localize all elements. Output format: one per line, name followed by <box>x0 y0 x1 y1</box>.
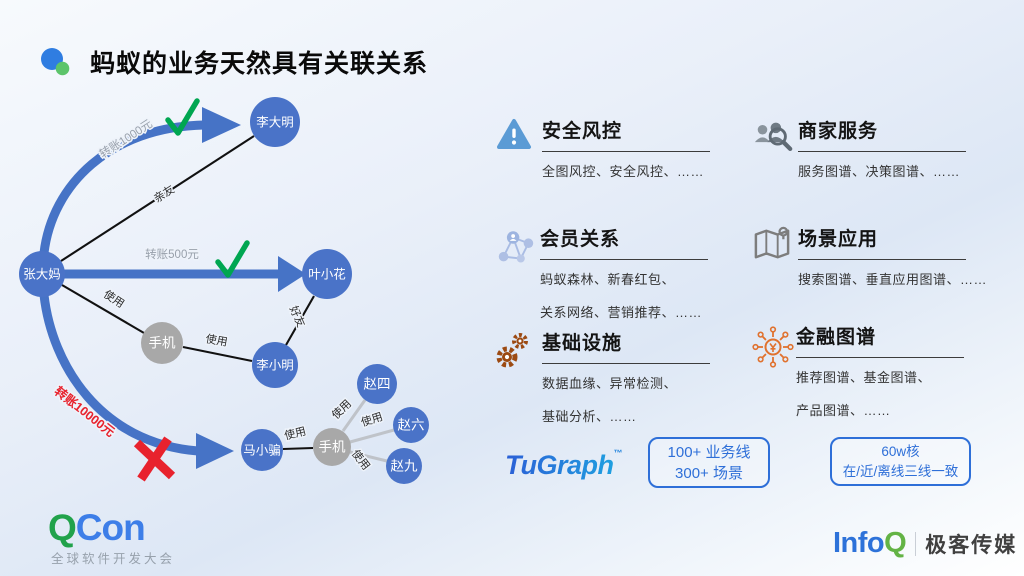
red-cross-icon <box>133 436 176 482</box>
node-zhaosi: 赵四 <box>357 364 397 404</box>
section-financial-graph: 金融图谱 推荐图谱、基金图谱、 产品图谱、…… <box>750 322 964 424</box>
divider <box>915 531 917 556</box>
edge-use-phone <box>61 284 145 334</box>
edge-phone-zhaojiu <box>349 450 388 463</box>
edge-label-use: 使用 <box>349 447 373 472</box>
node-maxiaopian: 马小骗 <box>241 429 283 471</box>
svg-text:赵六: 赵六 <box>398 418 425 433</box>
node-yexiaohua: 叶小花 <box>302 249 352 299</box>
section-infrastructure: 基础设施 数据血缘、异常检测、 基础分析、…… <box>496 328 710 430</box>
section-merchant-service: 商家服务 服务图谱、决策图谱、…… <box>752 116 966 185</box>
qcon-logo-con: Con <box>75 507 146 548</box>
tugraph-logo: TuGraph™ <box>505 448 623 480</box>
edge-label-use: 使用 <box>283 425 307 443</box>
green-check-icon <box>165 98 200 136</box>
svg-text:李小明: 李小明 <box>256 358 294 373</box>
infoq-logo-info: Info <box>833 527 885 559</box>
green-check-icon <box>215 240 250 278</box>
node-lixiaoming: 李小明 <box>252 342 298 388</box>
edge-label-use: 使用 <box>101 288 127 311</box>
svg-text:手机: 手机 <box>149 336 176 351</box>
map-icon <box>752 224 798 293</box>
edge-label-use: 使用 <box>359 410 384 429</box>
section-desc: 推荐图谱、基金图谱、 <box>796 370 932 385</box>
warning-icon <box>496 116 542 185</box>
section-desc: 全图风控、安全风控、…… <box>542 164 705 179</box>
section-desc: 关系网络、营销推荐、…… <box>540 305 703 320</box>
header: 蚂蚁的业务天然具有关联关系 <box>38 44 428 80</box>
edge-friend <box>285 295 315 346</box>
node-zhaojiu: 赵九 <box>386 448 422 484</box>
infoq-brand: 极客传媒 <box>925 533 1018 557</box>
arrowhead-icon <box>196 433 234 469</box>
section-title: 基础设施 <box>542 328 710 364</box>
node-zhaoliu: 赵六 <box>393 407 429 443</box>
node-zhangdama: 张大妈 <box>19 251 65 297</box>
edge-label-relative: 亲友 <box>151 182 177 206</box>
stat-box-cores: 60w核 在/近/离线三线一致 <box>830 437 971 486</box>
stat-line: 100+ 业务线 <box>667 443 751 461</box>
finance-graph-icon <box>750 322 796 424</box>
stat-box-business-lines: 100+ 业务线 300+ 场景 <box>648 437 770 488</box>
section-desc: 基础分析、…… <box>542 409 637 424</box>
section-desc: 数据血缘、异常检测、 <box>542 376 678 391</box>
transfer-arrow-top <box>39 120 205 254</box>
edge-label-use: 使用 <box>205 332 229 349</box>
svg-text:叶小花: 叶小花 <box>308 267 346 282</box>
edge-phone-zhaosi <box>341 399 367 432</box>
relationship-graph: 张大妈 李大明 叶小花 手机 李小明 马小骗 手机 赵四 <box>19 97 429 484</box>
section-desc: 蚂蚁森林、新春红包、 <box>540 272 676 287</box>
qcon-logo-q: Q <box>48 507 77 548</box>
edge-label-friend: 好友 <box>287 303 309 329</box>
merchants-icon <box>752 116 798 185</box>
edge-maxiaopian-phone <box>282 446 314 451</box>
edge-label-use: 使用 <box>329 397 354 422</box>
qcon-subtitle: 全球软件开发大会 <box>51 552 176 566</box>
infoq-logo: InfoQ 极客传媒 <box>833 527 1017 560</box>
section-desc: 搜索图谱、垂直应用图谱、…… <box>798 272 988 287</box>
svg-text:李大明: 李大明 <box>256 115 294 130</box>
section-member-relations: 会员关系 蚂蚁森林、新春红包、 关系网络、营销推荐、…… <box>494 224 708 326</box>
section-scenario-apps: 场景应用 搜索图谱、垂直应用图谱、…… <box>752 224 987 293</box>
section-title: 场景应用 <box>798 224 966 260</box>
section-desc: 产品图谱、…… <box>796 403 891 418</box>
page-title: 蚂蚁的业务天然具有关联关系 <box>90 50 429 78</box>
section-title: 安全风控 <box>542 116 710 152</box>
stat-line: 300+ 场景 <box>675 464 743 482</box>
stat-line: 60w核 <box>881 443 920 459</box>
arrowhead-icon <box>202 107 241 143</box>
gears-icon <box>496 328 542 430</box>
svg-text:赵九: 赵九 <box>391 459 418 474</box>
member-network-icon <box>494 224 540 326</box>
section-title: 金融图谱 <box>796 322 964 358</box>
section-desc: 服务图谱、决策图谱、…… <box>798 164 961 179</box>
svg-text:张大妈: 张大妈 <box>23 267 61 282</box>
qcon-logo: QCon 全球软件开发大会 <box>48 507 176 567</box>
title-bullet-icon <box>41 48 70 76</box>
section-risk-control: 安全风控 全图风控、安全风控、…… <box>496 116 710 185</box>
section-title: 会员关系 <box>540 224 708 260</box>
trademark-symbol: ™ <box>613 448 623 458</box>
section-title: 商家服务 <box>798 116 966 152</box>
edge-label-transfer-500: 转账500元 <box>145 247 199 261</box>
svg-text:马小骗: 马小骗 <box>243 443 281 458</box>
svg-text:赵四: 赵四 <box>364 377 391 392</box>
edge-relative <box>60 135 255 262</box>
edge-phone-zhaoliu <box>349 428 395 444</box>
node-lidaming: 李大明 <box>250 97 300 147</box>
arrowhead-icon <box>278 256 306 292</box>
node-phone-2: 手机 <box>313 428 351 466</box>
edge-phone-lixiaoming <box>182 345 253 363</box>
stat-line: 在/近/离线三线一致 <box>842 463 959 479</box>
svg-text:手机: 手机 <box>319 440 346 455</box>
node-phone-1: 手机 <box>141 322 183 364</box>
infoq-logo-q: Q <box>884 527 907 559</box>
